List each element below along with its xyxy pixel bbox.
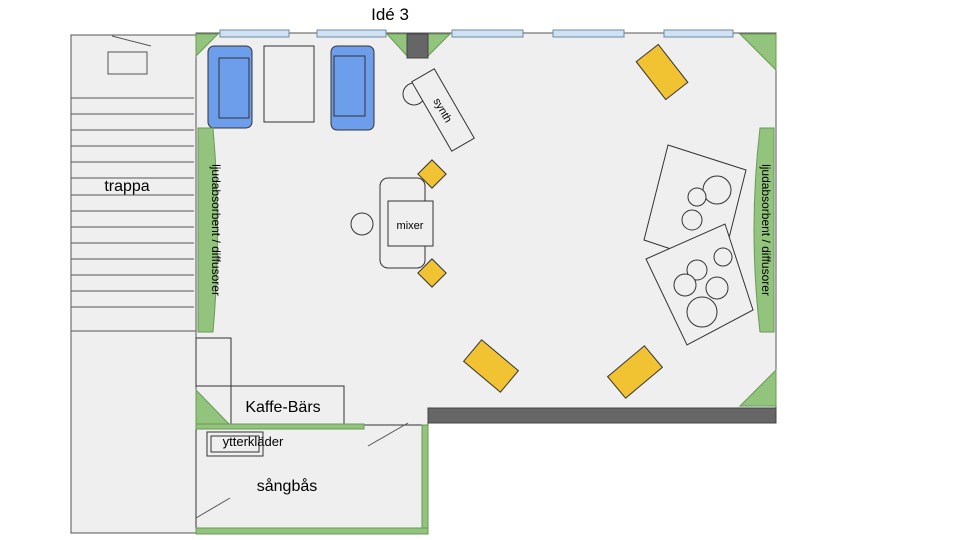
corner-trap xyxy=(195,33,220,58)
wall-segment xyxy=(427,407,777,424)
corner-trap xyxy=(738,33,777,72)
coffee-bar: Kaffe-Bärs xyxy=(195,337,345,425)
booth-absorber-top xyxy=(195,423,365,430)
speaker xyxy=(606,345,664,399)
mixer xyxy=(387,200,434,247)
window xyxy=(451,29,524,38)
coat-rack-label: ytterkläder xyxy=(223,434,284,449)
stairs-label: trappa xyxy=(104,178,149,195)
speaker xyxy=(462,339,520,393)
pillar xyxy=(406,33,429,59)
corner-bass-traps xyxy=(195,33,777,426)
stairwell: trappa xyxy=(70,34,197,534)
window xyxy=(219,29,290,38)
stair-landing xyxy=(107,51,148,75)
window xyxy=(552,29,625,38)
window xyxy=(663,29,734,38)
corner-trap xyxy=(738,368,777,407)
window xyxy=(316,29,387,38)
drum-kit xyxy=(643,144,754,346)
absorber-left-label: ljudabsorbent / diffusorer xyxy=(209,164,223,296)
synth: synth xyxy=(411,68,475,152)
booth-absorber-bottom xyxy=(195,527,429,535)
sofa-right xyxy=(330,45,375,131)
mixer-desk: mixer xyxy=(379,177,434,269)
stair-steps xyxy=(71,97,196,332)
main-speakers xyxy=(462,43,689,399)
coffee-bar-label: Kaffe-Bärs xyxy=(245,399,320,416)
absorber-right: ljudabsorbent / diffusorer xyxy=(753,127,775,333)
stool xyxy=(350,212,374,236)
speaker xyxy=(417,258,447,288)
page-title: Idé 3 xyxy=(371,5,409,24)
coat-rack xyxy=(206,431,264,457)
absorber-left: ljudabsorbent / diffusorer xyxy=(197,127,223,333)
booth-absorber-right xyxy=(421,424,429,534)
windows xyxy=(219,29,734,38)
speaker xyxy=(635,43,689,101)
seating xyxy=(207,45,375,131)
vocal-booth-label: sångbås xyxy=(257,477,318,495)
speaker xyxy=(417,159,447,189)
vocal-booth: ytterkläder sångbås xyxy=(195,422,429,535)
mixer-label: mixer xyxy=(397,220,424,232)
side-table xyxy=(263,45,315,123)
monitor-speakers xyxy=(417,159,447,288)
absorber-right-label: ljudabsorbent / diffusorer xyxy=(759,164,773,296)
